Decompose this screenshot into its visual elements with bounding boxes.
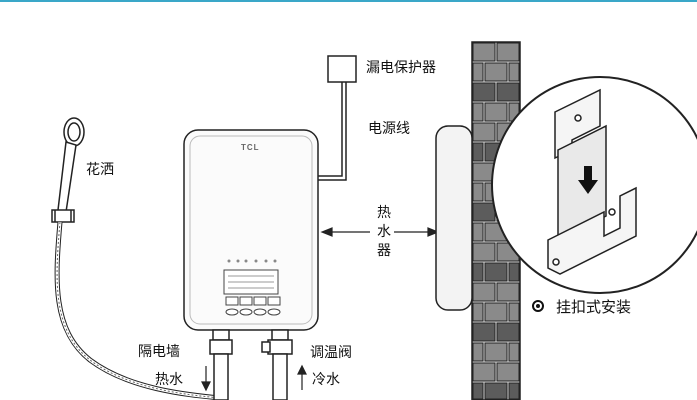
label-shower-head: 花洒 (86, 162, 114, 178)
brand-logo-text: TCL (241, 143, 260, 152)
hot-water-arrow (201, 366, 211, 392)
brick (472, 182, 484, 202)
brick (496, 322, 520, 342)
water-heater (183, 129, 319, 331)
brick (472, 222, 484, 242)
label-heater-char-2: 水 (377, 224, 391, 240)
brick (472, 202, 496, 222)
brick (472, 282, 496, 302)
brick (472, 302, 484, 322)
shower-hose (54, 221, 221, 400)
brick (472, 42, 496, 62)
brick (496, 362, 520, 382)
brick (508, 382, 520, 400)
brick (472, 142, 484, 162)
label-hot-water: 热水 (155, 372, 183, 388)
heater-buttons (225, 296, 281, 316)
brick (472, 362, 496, 382)
heater-span-arrow (320, 227, 440, 237)
hook-install-radio-icon (532, 300, 544, 312)
hook-down-arrow (578, 166, 598, 194)
heater-display (223, 269, 279, 295)
brick (508, 262, 520, 282)
brick (508, 342, 520, 362)
label-leakage-protector: 漏电保护器 (366, 60, 436, 76)
brick (508, 62, 520, 82)
leakage-protector-box (327, 55, 357, 83)
label-isolation-wall: 隔电墙 (138, 344, 180, 360)
cold-water-pipe (261, 329, 293, 400)
brick (484, 62, 508, 82)
heater-indicators (227, 259, 277, 263)
brick (496, 42, 520, 62)
label-heater-char-1: 热 (377, 205, 391, 221)
top-rule (0, 0, 697, 2)
power-cable (318, 82, 347, 181)
label-mixing-valve: 调温阀 (310, 345, 352, 361)
label-power-cord: 电源线 (368, 121, 410, 137)
brick (496, 82, 520, 102)
hook-detail-circle (491, 76, 697, 294)
label-hook-install: 挂扣式安装 (556, 298, 632, 316)
brick (508, 302, 520, 322)
heater-side-profile (435, 125, 473, 311)
brick (484, 102, 508, 122)
brick (484, 382, 508, 400)
brick (472, 262, 484, 282)
brick (472, 82, 496, 102)
brick (472, 382, 484, 400)
brick (484, 342, 508, 362)
brick (484, 262, 508, 282)
brick (472, 322, 496, 342)
brick (472, 102, 484, 122)
brick (472, 242, 496, 262)
cold-water-arrow (297, 364, 307, 390)
label-heater-char-3: 器 (377, 243, 391, 259)
brick (496, 282, 520, 302)
brick (472, 122, 496, 142)
label-cold-water: 冷水 (312, 372, 340, 388)
brick (472, 62, 484, 82)
hot-water-pipe (209, 329, 233, 400)
shower-head (51, 117, 85, 223)
brick (472, 342, 484, 362)
brick (484, 302, 508, 322)
